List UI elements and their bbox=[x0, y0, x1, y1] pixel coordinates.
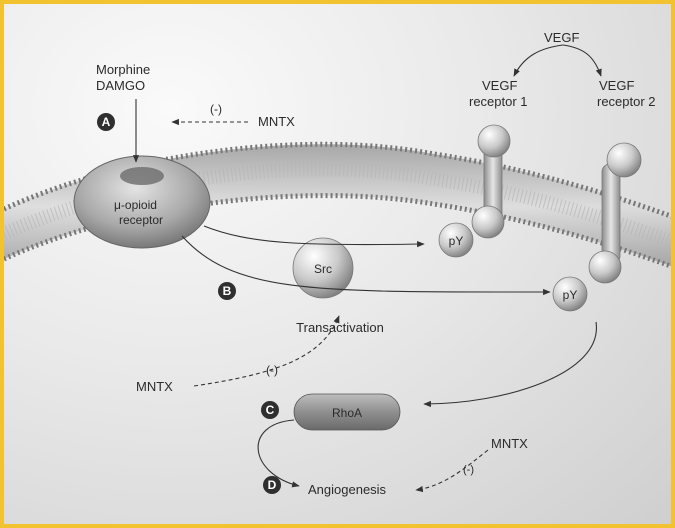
signaling-pathway-diagram: A B C D Morphine DAMGO (-) MNTX VEGF VEG… bbox=[4, 4, 675, 528]
damgo-label: DAMGO bbox=[96, 78, 145, 93]
transactivation-label: Transactivation bbox=[296, 320, 384, 335]
badge-d: D bbox=[263, 476, 281, 494]
mntx-label-mid: MNTX bbox=[136, 379, 173, 394]
mntx-label-top: MNTX bbox=[258, 114, 295, 129]
badge-b: B bbox=[218, 282, 236, 300]
mu-opioid-label-line2: receptor bbox=[119, 213, 163, 227]
svg-text:D: D bbox=[268, 478, 277, 492]
py-label-1: pY bbox=[449, 234, 464, 248]
svg-text:C: C bbox=[266, 403, 275, 417]
svg-text:A: A bbox=[102, 115, 111, 129]
inhibit-label-top: (-) bbox=[210, 102, 222, 116]
vegf-label: VEGF bbox=[544, 30, 579, 45]
svg-text:B: B bbox=[223, 284, 232, 298]
badge-a: A bbox=[97, 113, 115, 131]
rhoa-label: RhoA bbox=[332, 406, 362, 420]
vegf-receptor-1-label-line1: VEGF bbox=[482, 78, 517, 93]
angiogenesis-label: Angiogenesis bbox=[308, 482, 387, 497]
vegf-receptor-1-label-line2: receptor 1 bbox=[469, 94, 528, 109]
py-label-2: pY bbox=[563, 288, 578, 302]
vegf-receptor-2-label-line2: receptor 2 bbox=[597, 94, 656, 109]
morphine-label: Morphine bbox=[96, 62, 150, 77]
mu-opioid-label-line1: μ-opioid bbox=[114, 198, 157, 212]
vegf-receptor-2-label-line1: VEGF bbox=[599, 78, 634, 93]
badge-c: C bbox=[261, 401, 279, 419]
inhibit-label-mid: (-) bbox=[266, 363, 278, 377]
src-label: Src bbox=[314, 262, 332, 276]
inhibit-label-bottom: (-) bbox=[463, 464, 474, 476]
mntx-label-bottom: MNTX bbox=[491, 436, 528, 451]
